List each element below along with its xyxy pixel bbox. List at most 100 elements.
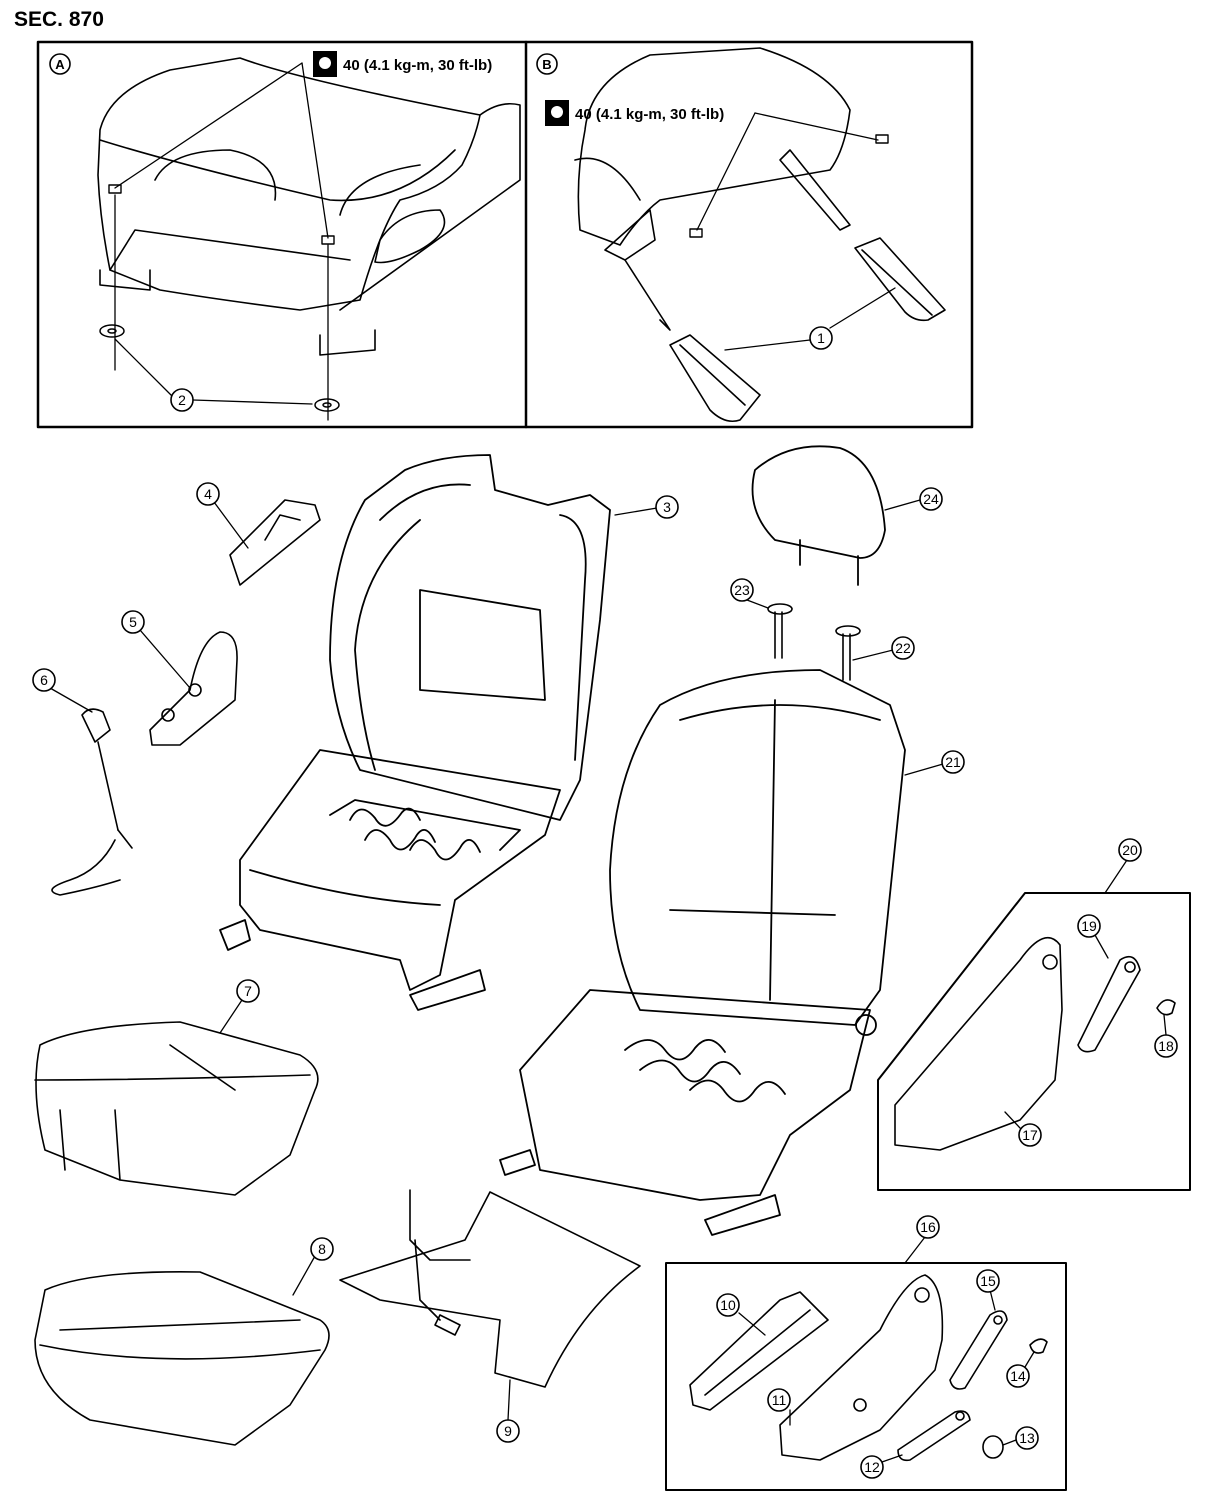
leader-12 <box>881 1454 903 1463</box>
part-10 <box>689 1291 829 1411</box>
callout-10: 10 <box>716 1293 740 1317</box>
callout-22: 22 <box>891 636 915 660</box>
leader-17 <box>1004 1111 1021 1129</box>
svg-text:2: 2 <box>178 392 186 408</box>
svg-text:10: 10 <box>720 1297 736 1313</box>
callout-9: 9 <box>496 1419 520 1443</box>
seat-cushion-a <box>97 57 521 356</box>
panel-a-letter: A <box>49 53 71 75</box>
svg-text:1: 1 <box>817 330 825 346</box>
svg-text:12: 12 <box>864 1459 880 1475</box>
svg-text:15: 15 <box>980 1273 996 1289</box>
bolt-icon <box>108 184 335 245</box>
part-8 <box>34 1271 330 1446</box>
part-11 <box>779 1274 944 1461</box>
part-14 <box>1029 1338 1048 1354</box>
bolt-icon <box>689 134 889 238</box>
leader-14 <box>1024 1351 1035 1368</box>
callout-16: 16 <box>916 1215 940 1239</box>
leader-9 <box>507 1379 511 1421</box>
callout-21: 21 <box>941 750 965 774</box>
seat-assembly-21 <box>499 669 906 1236</box>
torque-spec-b: 40 (4.1 kg-m, 30 ft-lb) <box>575 106 724 123</box>
part-4 <box>229 499 321 586</box>
leader-19 <box>1094 934 1109 959</box>
bolt-leaders-a <box>114 62 329 421</box>
leader-10 <box>738 1312 766 1336</box>
torque-icon <box>313 51 337 77</box>
svg-text:23: 23 <box>734 582 750 598</box>
svg-text:13: 13 <box>1019 1430 1035 1446</box>
callout-24: 24 <box>919 487 943 511</box>
svg-text:4: 4 <box>204 486 212 502</box>
part-17 <box>894 936 1063 1151</box>
part-24 <box>751 445 886 586</box>
part-12 <box>897 1410 971 1462</box>
part-22 <box>835 625 861 681</box>
detail-frame <box>36 40 974 429</box>
leader-21 <box>904 763 944 776</box>
section-label: SEC. 870 <box>14 8 104 31</box>
callout-5: 5 <box>121 610 145 634</box>
callout-19: 19 <box>1077 914 1101 938</box>
part-7 <box>34 1021 319 1196</box>
group-20-frame <box>877 892 1191 1191</box>
svg-text:24: 24 <box>923 491 939 507</box>
svg-text:5: 5 <box>129 614 137 630</box>
leader-15 <box>989 1289 996 1311</box>
callout-14: 14 <box>1006 1364 1030 1388</box>
seat-cushion-b <box>574 47 851 331</box>
svg-text:11: 11 <box>772 1392 787 1408</box>
svg-text:19: 19 <box>1081 918 1097 934</box>
svg-text:14: 14 <box>1010 1368 1026 1384</box>
svg-text:3: 3 <box>663 499 671 515</box>
callout-2: 2 <box>170 388 194 412</box>
rail-cover <box>669 237 946 423</box>
callout-8: 8 <box>310 1237 334 1261</box>
callout-20: 20 <box>1118 838 1142 862</box>
part-18 <box>1156 999 1176 1016</box>
callout-23: 23 <box>730 578 754 602</box>
svg-text:21: 21 <box>945 754 961 770</box>
leader-1 <box>724 287 896 351</box>
part-23 <box>767 603 793 659</box>
svg-text:16: 16 <box>920 1219 936 1235</box>
leader-22 <box>852 649 894 661</box>
svg-text:9: 9 <box>504 1423 512 1439</box>
leader-24 <box>884 499 921 511</box>
leader-2 <box>114 338 313 405</box>
part-5 <box>149 631 238 746</box>
part-6 <box>51 708 133 896</box>
svg-text:18: 18 <box>1158 1038 1174 1054</box>
callout-15: 15 <box>976 1269 1000 1293</box>
leader-4 <box>213 501 249 549</box>
leader-20 <box>1104 859 1128 894</box>
svg-text:A: A <box>55 57 65 72</box>
part-13 <box>982 1435 1004 1459</box>
callout-13: 13 <box>1015 1426 1039 1450</box>
leader-5 <box>139 629 191 689</box>
svg-text:8: 8 <box>318 1241 326 1257</box>
callout-11: 11 <box>767 1388 791 1412</box>
seat-frame-3 <box>219 454 611 1011</box>
leader-6 <box>49 687 93 713</box>
svg-text:20: 20 <box>1122 842 1138 858</box>
leader-23 <box>746 599 769 609</box>
part-19 <box>1077 955 1141 1053</box>
panel-b-letter: B <box>536 53 558 75</box>
callout-17: 17 <box>1018 1123 1042 1147</box>
leader-3 <box>614 507 658 516</box>
leader-18 <box>1163 1014 1167 1036</box>
leader-13 <box>1002 1439 1017 1446</box>
bolt-leaders-b <box>696 112 879 231</box>
callout-18: 18 <box>1154 1034 1178 1058</box>
group-16-frame <box>665 1262 1067 1491</box>
svg-text:22: 22 <box>895 640 911 656</box>
callout-1: 1 <box>809 326 833 350</box>
svg-text:B: B <box>542 57 551 72</box>
svg-text:6: 6 <box>40 672 48 688</box>
leader-16 <box>904 1236 926 1264</box>
leader-7 <box>219 999 243 1034</box>
svg-text:7: 7 <box>244 983 252 999</box>
callout-12: 12 <box>860 1455 884 1479</box>
